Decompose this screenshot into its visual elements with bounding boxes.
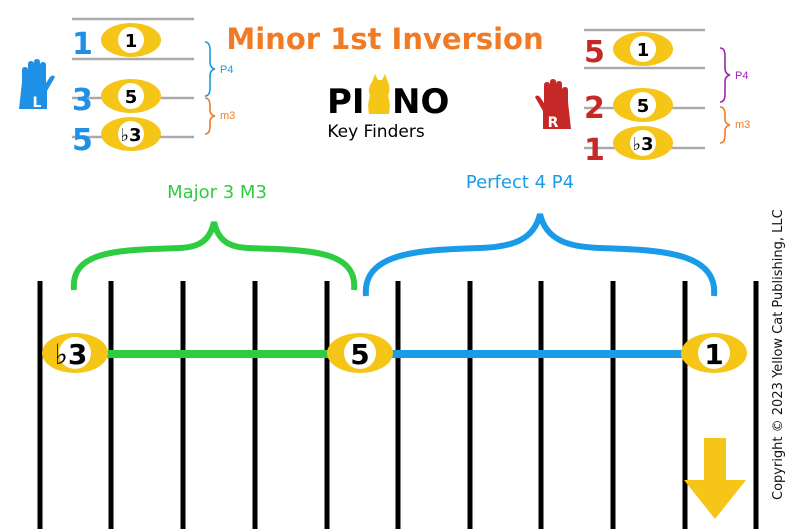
- key-note-center: [344, 337, 376, 369]
- finger-number: 5: [72, 123, 93, 158]
- note-label: 5: [637, 96, 650, 117]
- note-center: [118, 121, 144, 147]
- key-note-label: 1: [704, 338, 723, 371]
- finger-number: 1: [584, 133, 605, 168]
- p4-span-label: Perfect 4 P4: [466, 172, 574, 193]
- brand-logo: PI NO Key Finders: [327, 74, 449, 142]
- left-hand-icon: L: [19, 59, 55, 111]
- key-note-label: 5: [350, 338, 369, 371]
- down-arrow-icon: [684, 438, 746, 519]
- note-center: [630, 92, 656, 118]
- note-label: 1: [637, 40, 650, 61]
- m3-span-label: Major 3 M3: [167, 182, 267, 203]
- key-note-center: [59, 337, 91, 369]
- brand-text-right: NO: [392, 82, 449, 122]
- left-hand-badge: L: [33, 95, 42, 111]
- note-label: ♭3: [632, 134, 653, 155]
- copyright-text: Copyright © 2023 Yellow Cat Publishing, …: [771, 209, 786, 500]
- brand-subtitle: Key Finders: [327, 122, 425, 142]
- key-note-label: ♭3: [55, 338, 88, 371]
- finger-number: 5: [584, 35, 605, 70]
- note-center: [118, 27, 144, 53]
- note-center: [630, 36, 656, 62]
- bracket-p4: [204, 41, 216, 97]
- note-label: 5: [125, 87, 138, 108]
- note-center: [630, 130, 656, 156]
- left-hand-staff: 1 5 ♭3 1 3 5 P4 m3: [72, 17, 235, 158]
- right-hand-staff: 1 5 ♭3 5 2 1 P4 m3: [584, 28, 750, 168]
- p4-span-brace: [362, 213, 718, 297]
- cat-icon: [368, 74, 390, 114]
- right-hand-badge: R: [548, 115, 559, 131]
- right-hand-icon: R: [535, 79, 571, 131]
- finger-number: 3: [72, 83, 93, 118]
- keyboard-keys: [37, 281, 759, 529]
- note-label: 1: [125, 31, 138, 52]
- bracket-p4: [719, 47, 731, 103]
- key-note-center: [698, 337, 730, 369]
- interval-label: P4: [220, 64, 233, 76]
- interval-label: m3: [220, 110, 235, 122]
- brand-text-left: PI: [327, 82, 365, 122]
- page-title: Minor 1st Inversion: [226, 22, 543, 56]
- finger-number: 2: [584, 91, 605, 126]
- interval-label: P4: [735, 70, 748, 82]
- bracket-m3: [719, 106, 731, 144]
- note-label: ♭3: [120, 125, 141, 146]
- bracket-m3: [204, 97, 216, 135]
- finger-number: 1: [72, 27, 93, 62]
- interval-label: m3: [735, 119, 750, 131]
- note-center: [118, 83, 144, 109]
- m3-span-brace: [70, 221, 358, 291]
